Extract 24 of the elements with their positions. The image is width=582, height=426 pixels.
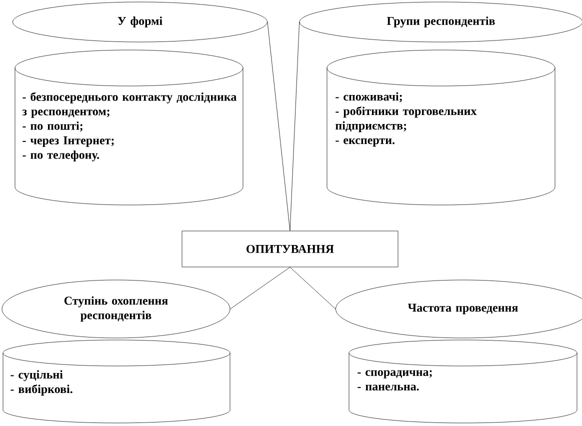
node-label: - спорадична; <box>358 370 432 378</box>
node-label: - через Інтернет; <box>22 136 114 147</box>
connector-line <box>230 267 290 310</box>
process-box: ОПИТУВАННЯ <box>182 230 398 268</box>
node-label: - панельна. <box>358 384 419 391</box>
cylinder: - споживачі; - робітники торговельних підприємств; - експерти. <box>326 50 556 206</box>
node-label: - експерти. <box>336 138 395 147</box>
node-label: - безпосереднього контакту дослідника з респондентом; <box>22 92 236 118</box>
node-label: - по пошті; <box>22 121 82 132</box>
cylinder: - суцільні - вибіркові. <box>2 340 230 424</box>
node-label: - робітники торговельних підприємств; <box>336 106 477 132</box>
connector-line <box>290 22 300 231</box>
cylinder: - спорадична; - панельна. <box>348 340 578 424</box>
node-label: - по телефону. <box>22 150 100 162</box>
ellipse-label: Групи респондентів <box>299 2 582 42</box>
ellipse-label: У формі <box>12 2 268 42</box>
node-label: - суцільні <box>10 370 63 382</box>
cylinder: - безпосереднього контакту дослідника з респондентом; - по пошті; - через Інтернет; - по телефону. <box>14 50 244 206</box>
connector-line <box>267 22 290 231</box>
node-label: - вибіркові. <box>10 384 72 396</box>
ellipse-label: Частота проведення <box>336 280 582 338</box>
node-label: - споживачі; <box>336 92 402 102</box>
connector-line <box>290 267 336 310</box>
ellipse-label: Ступінь охоплення респондентів <box>2 280 230 338</box>
